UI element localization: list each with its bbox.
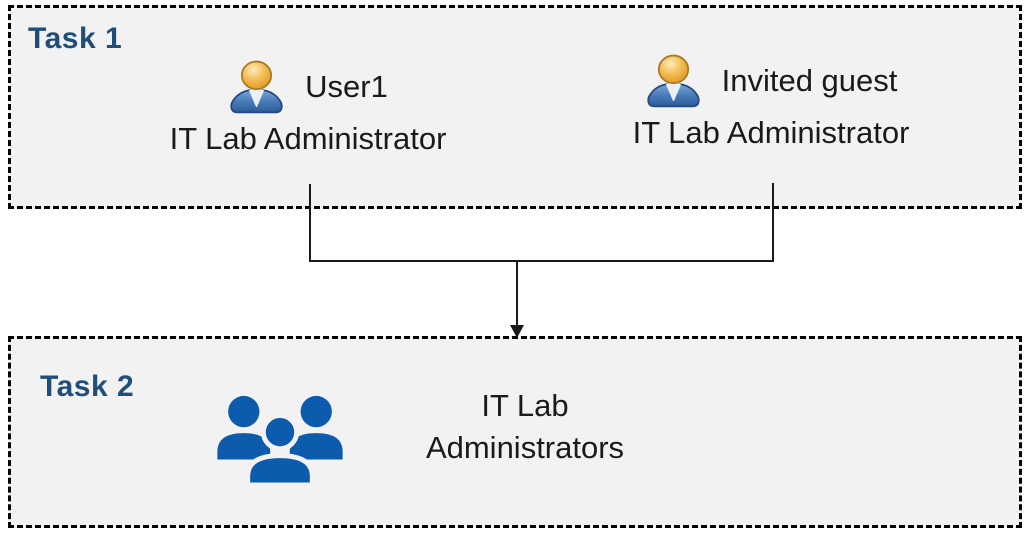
task2-label: Task 2 bbox=[40, 370, 135, 403]
task2-box: Task 2 IT Lab Administrators bbox=[8, 336, 1022, 528]
member-user1: User1 IT Lab Administrator bbox=[123, 58, 493, 157]
task1-box: Task 1 User1 IT Lab Administrator Invite… bbox=[8, 5, 1022, 209]
member-name: User1 bbox=[305, 68, 388, 104]
member-role: IT Lab Administrator bbox=[632, 115, 910, 150]
group-name: IT Lab Administrators bbox=[425, 388, 625, 465]
member-name-row: Invited guest bbox=[645, 52, 898, 109]
member-name: Invited guest bbox=[721, 62, 898, 98]
member-name-row: User1 bbox=[228, 58, 388, 115]
people-group-icon bbox=[215, 393, 345, 485]
person-icon bbox=[228, 58, 285, 115]
person-icon bbox=[645, 52, 702, 109]
task1-label: Task 1 bbox=[28, 22, 123, 55]
member-role: IT Lab Administrator bbox=[169, 121, 447, 156]
member-invited-guest: Invited guest IT Lab Administrator bbox=[583, 52, 959, 151]
